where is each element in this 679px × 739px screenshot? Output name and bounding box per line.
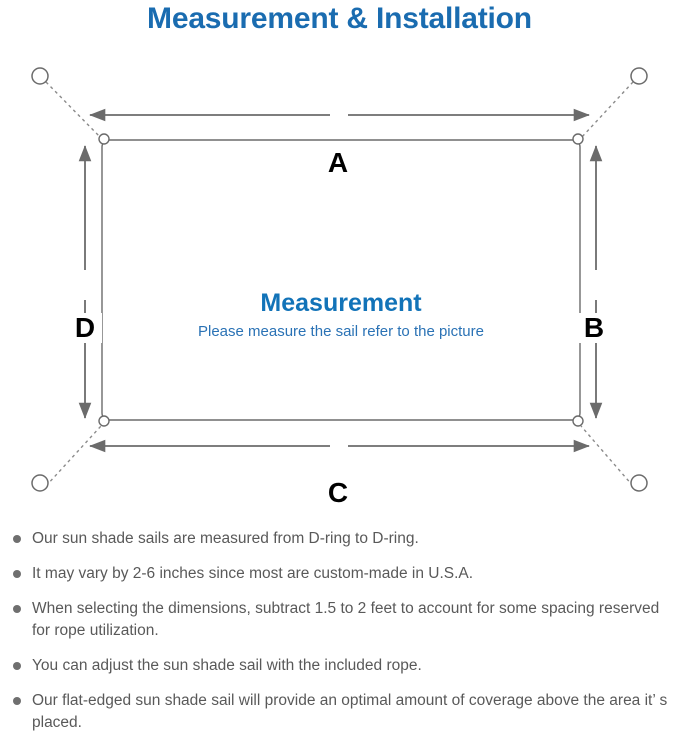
page-title: Measurement & Installation — [147, 2, 532, 35]
rope-line-top-left — [45, 81, 102, 139]
sail-measurement-diagram: A B C D Measurement Please measure the s… — [0, 48, 679, 513]
d-ring-top-right — [572, 133, 584, 145]
d-ring-top-left — [98, 133, 110, 145]
note-text: When selecting the dimensions, subtract … — [32, 600, 660, 639]
d-ring-bottom-right — [572, 415, 584, 427]
dimension-arrows — [78, 108, 603, 453]
dimension-label-b: B — [577, 313, 611, 343]
anchor-point-top-left — [31, 67, 49, 85]
anchor-points — [31, 67, 648, 492]
bullet-icon — [13, 662, 21, 670]
measurement-subtext: Please measure the sail refer to the pic… — [198, 323, 484, 340]
dimension-label-a: A — [318, 148, 358, 178]
bullet-icon — [13, 697, 21, 705]
measurement-heading: Measurement — [260, 289, 422, 317]
dimension-label-d: D — [68, 313, 102, 343]
diagram-svg — [31, 67, 648, 492]
anchor-point-bottom-left — [31, 474, 49, 492]
notes-list: Our sun shade sails are measured from D-… — [10, 528, 675, 734]
anchor-point-top-right — [630, 67, 648, 85]
bullet-icon — [13, 535, 21, 543]
note-text: Our sun shade sails are measured from D-… — [32, 530, 419, 547]
d-rings — [98, 133, 584, 427]
list-item: When selecting the dimensions, subtract … — [10, 598, 675, 642]
dimension-label-c: C — [318, 478, 358, 508]
note-text: You can adjust the sun shade sail with t… — [32, 657, 422, 674]
note-text: It may vary by 2-6 inches since most are… — [32, 565, 474, 582]
list-item: It may vary by 2-6 inches since most are… — [10, 563, 675, 585]
bullet-icon — [13, 605, 21, 613]
list-item: Our sun shade sails are measured from D-… — [10, 528, 675, 550]
list-item: You can adjust the sun shade sail with t… — [10, 655, 675, 677]
d-ring-bottom-left — [98, 415, 110, 427]
rope-line-bottom-left — [45, 425, 102, 487]
rope-line-top-right — [580, 81, 634, 139]
shade-sail-rectangle — [101, 139, 581, 421]
rope-lines — [45, 81, 634, 487]
anchor-point-bottom-right — [630, 474, 648, 492]
note-text: Our flat-edged sun shade sail will provi… — [32, 692, 668, 731]
sail-center-caption: Measurement Please measure the sail refe… — [102, 288, 580, 343]
rope-line-bottom-right — [580, 425, 634, 487]
bullet-icon — [13, 570, 21, 578]
list-item: Our flat-edged sun shade sail will provi… — [10, 690, 675, 734]
